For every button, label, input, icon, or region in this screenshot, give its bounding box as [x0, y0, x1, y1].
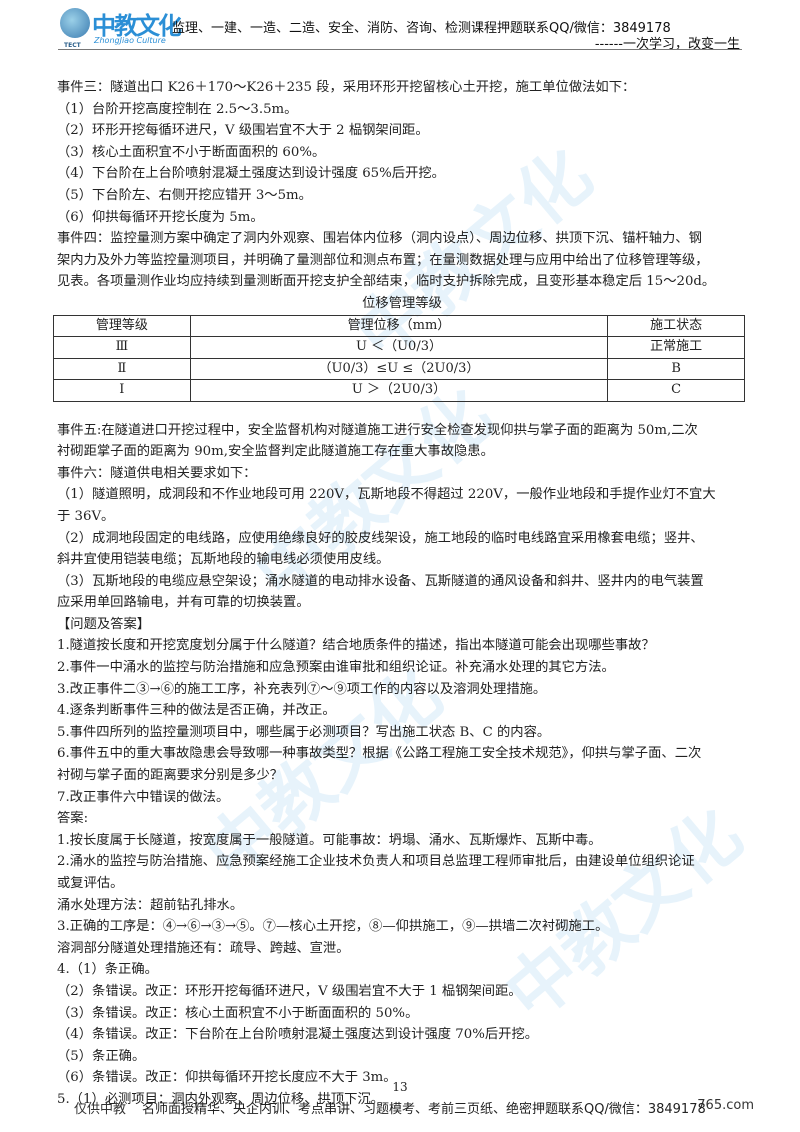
text-line: （6）条错误。改正：仰拱每循环开挖长度应不大于 3m。	[57, 1070, 397, 1086]
text-line: （3）核心土面积宜不小于断面面积的 60%。	[57, 144, 326, 160]
table-cell: Ⅲ	[53, 336, 191, 359]
text-line: 5.事件四所列的监控量测项目中，哪些属于必测项目？写出施工状态 B、C 的内容。	[57, 724, 551, 740]
text-line: （1）隧道照明，成洞段和不作业地段可用 220V，瓦斯地段不得超过 220V，一…	[57, 487, 716, 503]
text-line: 4.（1）条正确。	[57, 962, 158, 978]
table-cell: 正常施工	[607, 336, 745, 359]
table-title: 位移管理等级	[362, 295, 442, 311]
text-line: 事件四：监控量测方案中确定了洞内外观察、围岩体内位移（洞内设点）、周边位移、拱顶…	[57, 231, 702, 247]
text-line: 7.改正事件六中错误的做法。	[57, 789, 230, 805]
footer-back-left: 仅供中教	[74, 1102, 127, 1117]
text-line: 答案:	[57, 811, 89, 827]
text-line: 2.涌水的监控与防治措施、应急预案经施工企业技术负责人和项目总监理工程师审批后，…	[57, 854, 695, 870]
event-5: 事件五:在隧道进口开挖过程中，安全监督机构对隧道施工进行安全检查发现仰拱与掌子面…	[57, 420, 747, 463]
document-body: 事件三：隧道出口 K26＋170～K26＋235 段，采用环形开挖留核心土开挖，…	[53, 77, 747, 1111]
text-line: 5.（1）必测项目：洞内外观察、周边位移、拱顶下沉。	[57, 1091, 384, 1107]
text-line: （3）瓦斯地段的电缆应悬空架设；涌水隧道的电动排水设备、瓦斯隧道的通风设备和斜井…	[57, 573, 704, 589]
text-line: 1.隧道按长度和开挖宽度划分属于什么隧道？结合地质条件的描述，指出本隧道可能会出…	[57, 638, 655, 654]
text-line: （5）下台阶左、右侧开挖应错开 3～5m。	[57, 187, 312, 203]
header-contact: 监理、一建、一造、二造、安全、消防、咨询、检测课程押题联系QQ/微信：38491…	[172, 21, 671, 36]
text-line: 或复评估。	[57, 876, 124, 891]
text-line: 事件三：隧道出口 K26＋170～K26＋235 段，采用环形开挖留核心土开挖，…	[57, 80, 636, 95]
text-line: 见表。各项量测作业均应持续到量测断面开挖支护全部结束，临时支护拆除完成，且变形基…	[57, 274, 716, 290]
table-cell: B	[607, 357, 745, 381]
table-header: 施工状态	[607, 314, 745, 338]
event-4: 事件四：监控量测方案中确定了洞内外观察、围岩体内位移（洞内设点）、周边位移、拱顶…	[57, 228, 747, 293]
logo-text: 中教文化	[92, 12, 182, 40]
text-line: （6）仰拱每循环开挖长度为 5m。	[57, 209, 264, 225]
table-cell: C	[607, 379, 745, 402]
logo-english: ZhongJiao Culture	[94, 36, 166, 45]
answers-section: 答案: 1.按长度属于长隧道，按宽度属于一般隧道。可能事故：坍塌、涌水、瓦斯爆炸、…	[57, 808, 747, 1110]
text-line: （2）条错误。改正：环形开挖每循环进尺，V 级围岩宜不大于 1 榀钢架间距。	[57, 983, 522, 999]
table-header: 管理等级	[53, 314, 191, 338]
text-line: 6.事件五中的重大事故隐患会导致哪一种事故类型？根据《公路工程施工安全技术规范》…	[57, 746, 702, 762]
text-line: （3）条错误。改正：核心土面积宜不小于断面面积的 50%。	[57, 1005, 419, 1021]
footer-promo: 名师面授精华、央企内训、考点串讲、习题模考、考前三页纸、绝密押题联系QQ/微信：…	[142, 1102, 706, 1117]
text-line: （4）条错误。改正：下台阶在上台阶喷射混凝土强度达到设计强度 70%后开挖。	[57, 1027, 539, 1043]
text-line: 应采用单回路输电，并有可靠的切换装置。	[57, 595, 310, 611]
table-cell: U ＜（U0/3）	[189, 336, 609, 359]
page-number: 13	[392, 1080, 408, 1094]
table-header: 管理位移（mm）	[189, 314, 609, 338]
table-cell: Ⅱ	[53, 357, 191, 381]
table-cell: （U0/3）≤U ≤（2U0/3）	[189, 357, 609, 381]
table-header-row: 管理等级 管理位移（mm） 施工状态	[53, 314, 745, 338]
text-line: （2）环形开挖每循环进尺，V 级围岩宜不大于 2 榀钢架间距。	[57, 123, 429, 139]
text-line: 于 36V。	[57, 508, 115, 524]
table-cell: Ⅰ	[53, 379, 191, 402]
text-line: 衬砌与掌子面的距离要求分别是多少？	[57, 768, 284, 784]
text-line: 涌水处理方法：超前钻孔排水。	[57, 897, 244, 913]
text-line: 事件五:在隧道进口开挖过程中，安全监督机构对隧道施工进行安全检查发现仰拱与掌子面…	[57, 422, 698, 438]
questions-section: 【问题及答案】 1.隧道按长度和开挖宽度划分属于什么隧道？结合地质条件的描述，指出…	[57, 614, 747, 808]
text-line: （5）条正确。	[57, 1048, 146, 1064]
text-line: （1）台阶开挖高度控制在 2.5～3.5m。	[57, 101, 298, 117]
logo-globe-icon	[60, 8, 90, 38]
text-line: 3.正确的工序是：④→⑥→③→⑤。⑦—核心土开挖，⑧—仰拱施工，⑨—拱墙二次衬砌…	[57, 919, 609, 935]
text-line: 4.逐条判断事件三种的做法是否正确，并改正。	[57, 703, 336, 719]
footer-back-right: 765.com	[697, 1098, 754, 1113]
text-line: 斜井宜使用铠装电缆；瓦斯地段的输电线必须使用皮线。	[57, 552, 390, 568]
text-line: 3.改正事件二③→⑥的施工工序，补充表列⑦～⑨项工作的内容以及溶洞处理措施。	[57, 681, 547, 697]
table-row: Ⅲ U ＜（U0/3） 正常施工	[53, 336, 745, 359]
text-line: （2）成洞地段固定的电线路，应使用绝缘良好的胶皮线架设，施工地段的临时电线路宜采…	[57, 530, 704, 546]
event-3: 事件三：隧道出口 K26＋170～K26＋235 段，采用环形开挖留核心土开挖，…	[57, 77, 747, 228]
table-row: Ⅱ （U0/3）≤U ≤（2U0/3） B	[53, 357, 745, 381]
event-6: 事件六：隧道供电相关要求如下： （1）隧道照明，成洞段和不作业地段可用 220V，…	[57, 463, 747, 614]
table-cell: U ＞（2U0/3）	[189, 379, 609, 402]
header-slogan: ------一次学习，改变一生	[594, 37, 740, 52]
text-line: 【问题及答案】	[57, 616, 151, 632]
text-line: 2.事件一中涌水的监控与防治措施和应急预案由谁审批和组织论证。补充涌水处理的其它…	[57, 660, 615, 676]
page-header: 中教文化 ZhongJiao Culture TECT 监理、一建、一造、二造、…	[0, 0, 800, 60]
header-divider	[58, 49, 742, 50]
displacement-table: 管理等级 管理位移（mm） 施工状态 Ⅲ U ＜（U0/3） 正常施工 Ⅱ （U…	[53, 314, 745, 402]
text-line: 1.按长度属于长隧道，按宽度属于一般隧道。可能事故：坍塌、涌水、瓦斯爆炸、瓦斯中…	[57, 832, 602, 848]
text-line: 衬砌距掌子面的距离为 90m,安全监督判定此隧道施工存在重大事故隐患。	[57, 444, 494, 460]
text-line: 架内力及外力等监控量测项目，并明确了量测部位和测点布置；在量测数据处理与应用中给…	[57, 252, 709, 268]
logo-badge: TECT	[64, 42, 81, 49]
text-line: 事件六：隧道供电相关要求如下：	[57, 465, 257, 481]
table-row: Ⅰ U ＞（2U0/3） C	[53, 379, 745, 402]
text-line: （4）下台阶在上台阶喷射混凝土强度达到设计强度 65%后开挖。	[57, 166, 445, 182]
logo: 中教文化 ZhongJiao Culture TECT	[60, 6, 190, 50]
text-line: 溶洞部分隧道处理措施还有：疏导、跨越、宣泄。	[57, 940, 350, 956]
